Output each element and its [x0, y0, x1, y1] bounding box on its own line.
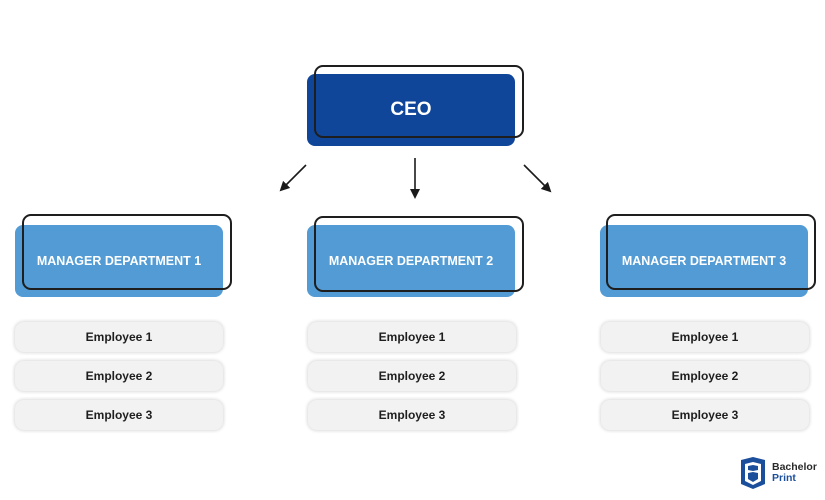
dept-3-employee-2: Employee 2	[601, 361, 809, 391]
employee-label: Employee 3	[378, 408, 446, 422]
book-logo-icon	[741, 457, 765, 489]
employee-label: Employee 2	[85, 369, 153, 383]
employee-label: Employee 1	[85, 330, 153, 344]
dept-1-employee-2: Employee 2	[15, 361, 223, 391]
dept-2-employee-2: Employee 2	[308, 361, 516, 391]
employee-label: Employee 1	[378, 330, 446, 344]
dept-1-employee-1: Employee 1	[15, 322, 223, 352]
manager-department-1-box: MANAGER DEPARTMENT 1	[15, 225, 223, 297]
employee-label: Employee 1	[671, 330, 739, 344]
dept-3-employee-3: Employee 3	[601, 400, 809, 430]
dept-1-employee-3: Employee 3	[15, 400, 223, 430]
manager-department-3-box: MANAGER DEPARTMENT 3	[600, 225, 808, 297]
ceo-box: CEO	[307, 74, 515, 146]
dept-2-employee-3: Employee 3	[308, 400, 516, 430]
logo-line-2: Print	[772, 472, 796, 484]
logo-line-1: Bachelor	[772, 461, 817, 473]
dept-3-employee-1: Employee 1	[601, 322, 809, 352]
employee-label: Employee 2	[378, 369, 446, 383]
bachelorprint-logo: Bachelor Print	[738, 455, 822, 491]
arrow-to-department-1	[279, 164, 307, 192]
employee-label: Employee 2	[671, 369, 739, 383]
dept-2-employee-1: Employee 1	[308, 322, 516, 352]
manager-department-1-label: MANAGER DEPARTMENT 1	[36, 254, 202, 268]
arrow-to-department-3	[523, 164, 552, 193]
employee-label: Employee 3	[85, 408, 153, 422]
ceo-label: CEO	[390, 99, 432, 120]
manager-department-3-label: MANAGER DEPARTMENT 3	[621, 254, 787, 268]
employee-label: Employee 3	[671, 408, 739, 422]
logo-wordmark: Bachelor Print	[772, 462, 817, 484]
manager-department-2-box: MANAGER DEPARTMENT 2	[307, 225, 515, 297]
manager-department-2-label: MANAGER DEPARTMENT 2	[328, 254, 494, 268]
